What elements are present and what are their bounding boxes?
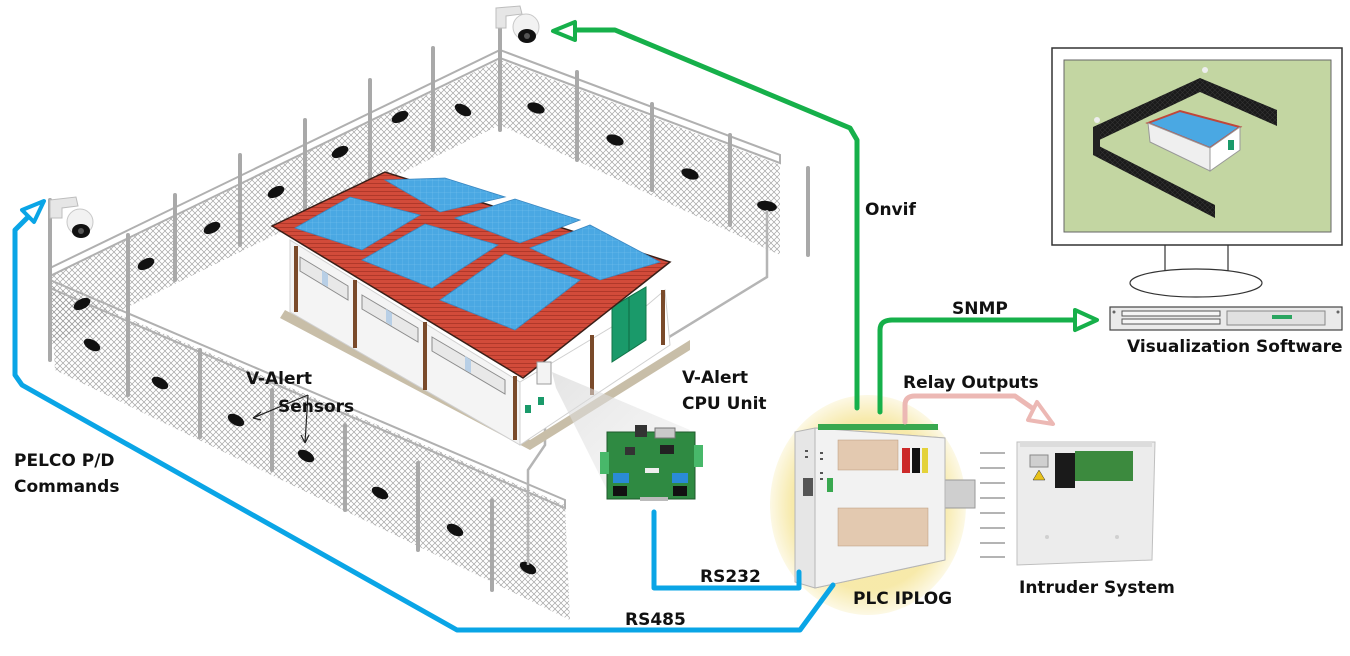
sensor xyxy=(446,523,464,537)
ptz-camera-top xyxy=(495,5,540,43)
sensor xyxy=(527,102,545,114)
sensor xyxy=(391,110,409,124)
sensors-label-line1: V-Alert xyxy=(246,369,312,389)
plc-label: PLC IPLOG xyxy=(853,589,952,609)
pelco-label-line2: Commands xyxy=(14,477,119,497)
visualization-server xyxy=(1109,306,1343,331)
sensor xyxy=(454,103,472,117)
sensor xyxy=(297,449,315,463)
relay-outputs-label: Relay Outputs xyxy=(903,373,1039,393)
intruder-system xyxy=(980,441,1156,566)
building xyxy=(270,171,690,450)
visualization-monitor xyxy=(1051,47,1343,298)
snmp-arrowhead-icon xyxy=(1073,308,1099,332)
snmp-link xyxy=(877,317,1078,415)
sensor xyxy=(606,134,624,146)
sensor xyxy=(83,338,101,352)
visualization-label: Visualization Software xyxy=(1127,337,1343,357)
fence-posts xyxy=(48,23,810,592)
rs485-link xyxy=(12,202,836,633)
sensor xyxy=(73,297,91,311)
onvif-arrowhead-icon xyxy=(551,20,577,42)
sensor xyxy=(137,257,155,271)
rs485-label: RS485 xyxy=(625,610,686,630)
sensor xyxy=(681,168,699,180)
v-alert-sensors xyxy=(73,102,777,575)
rs232-link xyxy=(651,509,802,591)
cpu-enclosure xyxy=(536,361,552,385)
sensor xyxy=(519,561,537,575)
pelco-label-line1: PELCO P/D xyxy=(14,451,115,471)
relay-arrowhead-icon xyxy=(1026,400,1055,426)
cpu-label-line1: V-Alert xyxy=(682,368,748,388)
perimeter-fence xyxy=(48,23,810,620)
onvif-link xyxy=(572,27,860,411)
cpu-label-line2: CPU Unit xyxy=(682,394,767,414)
solar-panels xyxy=(294,177,662,331)
fence-panel-back-left xyxy=(50,60,500,345)
sensor xyxy=(757,200,777,212)
sensor xyxy=(151,376,169,390)
rs232-label: RS232 xyxy=(700,567,761,587)
plc-iplog xyxy=(770,395,976,615)
intruder-label: Intruder System xyxy=(1019,578,1175,598)
sensor xyxy=(267,185,285,199)
v-alert-cpu-board xyxy=(600,425,703,501)
fence-panel-back-right xyxy=(500,60,780,255)
sensors-label-line2: Sensors xyxy=(278,397,354,417)
relay-link xyxy=(902,393,1038,425)
sensor xyxy=(203,221,221,235)
sensor xyxy=(331,145,349,159)
rs485-arrowhead-icon xyxy=(20,199,46,224)
sensor xyxy=(227,413,245,427)
sensor-callout-arrows xyxy=(252,394,310,444)
ptz-camera-left xyxy=(49,196,94,238)
onvif-label: Onvif xyxy=(865,200,916,220)
fence-panel-front xyxy=(50,285,570,620)
sensor xyxy=(371,486,389,500)
snmp-label: SNMP xyxy=(952,299,1008,319)
